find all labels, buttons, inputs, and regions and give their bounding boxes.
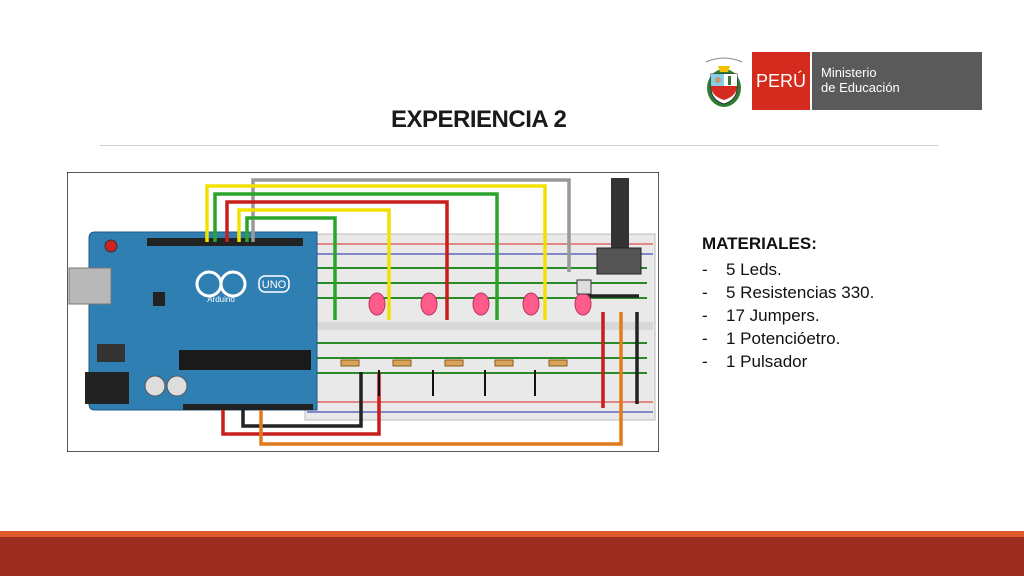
peru-label: PERÚ (752, 52, 810, 110)
peru-coat-of-arms-icon (705, 57, 743, 107)
materials-list: -5 Leds. -5 Resistencias 330. -17 Jumper… (702, 258, 874, 373)
usb-port (68, 267, 112, 305)
ministry-label: Ministerio de Educación (812, 52, 982, 110)
slide-title: EXPERIENCIA 2 (391, 106, 567, 133)
ministry-line-2: de Educación (821, 80, 900, 95)
list-item: -1 Potencióetro. (702, 329, 841, 348)
power-jack (85, 372, 129, 404)
potentiometer-shaft (611, 178, 629, 248)
board-model-label: UNO (262, 279, 287, 291)
resistor-group (340, 359, 568, 367)
materials-heading: MATERIALES: (702, 234, 817, 253)
ministry-logo: PERÚ Ministerio de Educación (700, 52, 982, 110)
led (472, 292, 490, 316)
footer-accent-stripe (0, 531, 1024, 537)
led (368, 292, 386, 316)
resistor (494, 359, 514, 367)
resistor (444, 359, 464, 367)
board-brand-label: Arduino (207, 295, 235, 304)
materials-section: MATERIALES: -5 Leds. -5 Resistencias 330… (702, 234, 874, 373)
led-group (368, 292, 592, 316)
resistor (548, 359, 568, 367)
list-item: -17 Jumpers. (702, 306, 820, 325)
led (522, 292, 540, 316)
ministry-line-1: Ministerio (821, 65, 877, 80)
resistor (340, 359, 360, 367)
list-item: -1 Pulsador (702, 352, 808, 371)
pushbutton (576, 279, 592, 295)
potentiometer-body (596, 247, 642, 275)
led (420, 292, 438, 316)
led (574, 292, 592, 316)
list-item: -5 Resistencias 330. (702, 283, 875, 302)
title-divider (100, 145, 938, 146)
footer-bar (0, 537, 1024, 576)
circuit-diagram: UNO Arduino (67, 172, 659, 452)
list-item: -5 Leds. (702, 260, 782, 279)
resistor (392, 359, 412, 367)
